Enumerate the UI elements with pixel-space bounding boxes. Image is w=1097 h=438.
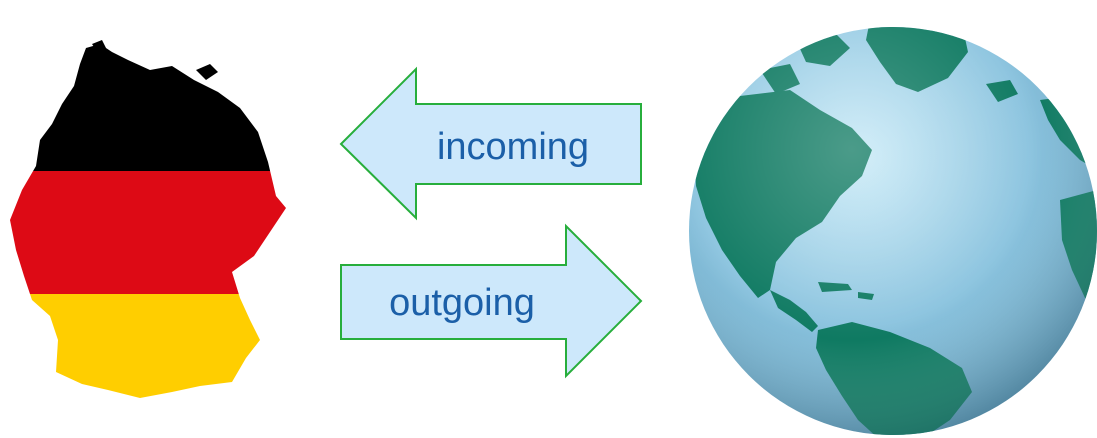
island xyxy=(92,40,106,50)
incoming-arrow-shape xyxy=(339,66,642,221)
flag-stripe-gold xyxy=(10,294,286,398)
flag-stripe-red xyxy=(10,171,286,294)
incoming-arrow: incoming xyxy=(339,66,642,221)
outgoing-label: outgoing xyxy=(389,282,535,324)
island xyxy=(196,64,218,80)
flag-stripe-black xyxy=(10,44,286,171)
germany-flag-map-icon xyxy=(10,40,286,398)
outgoing-arrow: outgoing xyxy=(340,223,643,379)
incoming-label: incoming xyxy=(437,126,589,168)
globe-icon xyxy=(689,27,1097,435)
outgoing-arrow-shape xyxy=(340,223,643,379)
